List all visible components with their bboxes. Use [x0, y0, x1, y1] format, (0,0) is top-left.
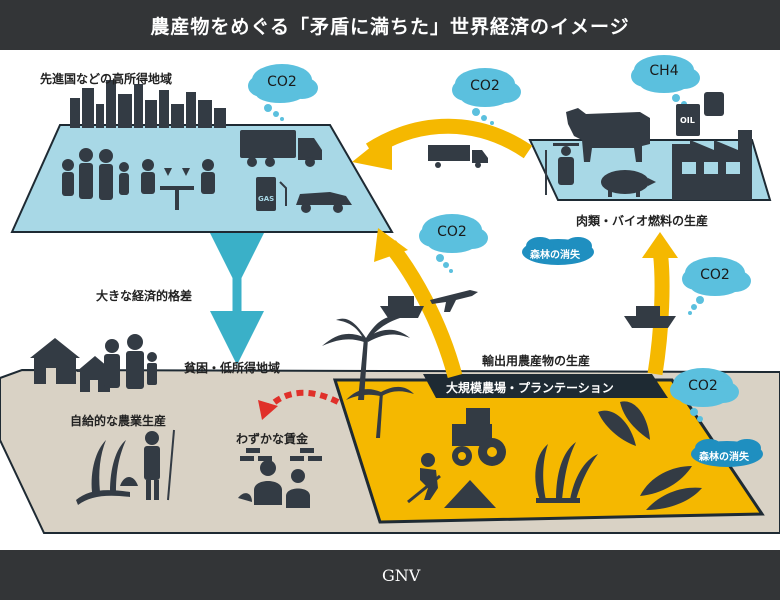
- truck-icon: [240, 130, 322, 167]
- cloud-label-co2-top-mid: CO2: [470, 78, 500, 94]
- cloud-ch4: [631, 55, 700, 111]
- arrow-plantation-to-meat-head: [642, 232, 678, 258]
- factory-icon: [672, 130, 752, 200]
- label-gap: 大きな経済的格差: [96, 289, 193, 303]
- cloud-co2-top-left: [248, 64, 318, 121]
- forest-loss-badge-1: [522, 237, 594, 265]
- badge-forest-loss-1: 森林の消失: [530, 250, 580, 261]
- bricks-icon: [240, 448, 322, 461]
- wage-arrow: [265, 389, 340, 411]
- airplane-icon: [430, 290, 478, 312]
- arrow-meat-to-developed-head: [352, 130, 392, 170]
- arrow-plantation-to-developed-head: [374, 228, 408, 262]
- label-meat-bio: 肉類・バイオ燃料の生産: [576, 214, 709, 228]
- cloud-co2-right: [682, 257, 751, 315]
- car-icon: [296, 192, 352, 213]
- oil-barrel-label: OIL: [680, 116, 695, 125]
- poor-family-icon: [104, 334, 157, 389]
- family-icon: [62, 148, 129, 200]
- plantation-title-band: [423, 374, 668, 398]
- cloud-label-co2-mid: CO2: [437, 224, 467, 240]
- cloud-label-co2-top-left: CO2: [267, 74, 297, 90]
- farmer-icon: [545, 143, 579, 195]
- title-bar: 農産物をめぐる「矛盾に満ちた」世界経済のイメージ: [0, 0, 780, 50]
- gas-pump-icon: [256, 177, 287, 211]
- city-skyline-icon: [70, 80, 226, 128]
- cloud-co2-mid: [419, 214, 488, 273]
- oil-barrels-icon: [676, 92, 724, 136]
- subsistence-farmer-icon: [120, 429, 175, 501]
- cloud-label-co2-bottom-right: CO2: [688, 378, 718, 394]
- palm-tree-icon: [322, 316, 410, 400]
- cloud-co2-bottom-right: [670, 368, 739, 422]
- worried-people-icon: [238, 460, 310, 508]
- cloud-co2-top-mid: [452, 68, 521, 125]
- footer-bar: GNV: [0, 550, 780, 600]
- cargo-ship-icon: [624, 306, 676, 328]
- palm-tree-icon-small: [346, 386, 414, 438]
- label-developed: 先進国などの高所得地域: [40, 72, 173, 86]
- cloud-label-ch4: CH4: [649, 63, 679, 79]
- beans-icon: [640, 466, 702, 510]
- label-wages: わずかな賃金: [236, 432, 309, 446]
- wheat-bundle-icon: [535, 442, 598, 503]
- footer-logo-text: GNV: [382, 566, 421, 585]
- corn-icon: [598, 401, 650, 446]
- pig-icon: [601, 170, 656, 197]
- label-plantation: 大規模農場・プランテーション: [446, 381, 614, 395]
- tractor-icon: [452, 408, 506, 466]
- dining-icon: [141, 159, 215, 210]
- arrow-plantation-to-meat: [647, 249, 670, 376]
- forest-loss-badge-2: [691, 439, 763, 467]
- badge-forest-loss-2: 森林の消失: [699, 452, 749, 463]
- cow-icon: [566, 108, 650, 162]
- ship-icon: [380, 296, 424, 318]
- gas-pump-label: GAS: [258, 195, 275, 203]
- houses-icon: [30, 338, 114, 392]
- wheat-icon: [76, 440, 130, 505]
- label-export: 輸出用農産物の生産: [482, 354, 591, 368]
- page-title: 農産物をめぐる「矛盾に満ちた」世界経済のイメージ: [150, 15, 630, 38]
- label-subsistence: 自給的な農業生産: [70, 414, 167, 428]
- digging-worker-icon: [407, 453, 496, 508]
- arrow-plantation-to-developed: [384, 240, 463, 378]
- cloud-label-co2-right: CO2: [700, 267, 730, 283]
- wage-arrow-head: [258, 400, 278, 420]
- truck-icon-small: [428, 145, 488, 168]
- label-poor: 貧困・低所得地域: [184, 361, 281, 375]
